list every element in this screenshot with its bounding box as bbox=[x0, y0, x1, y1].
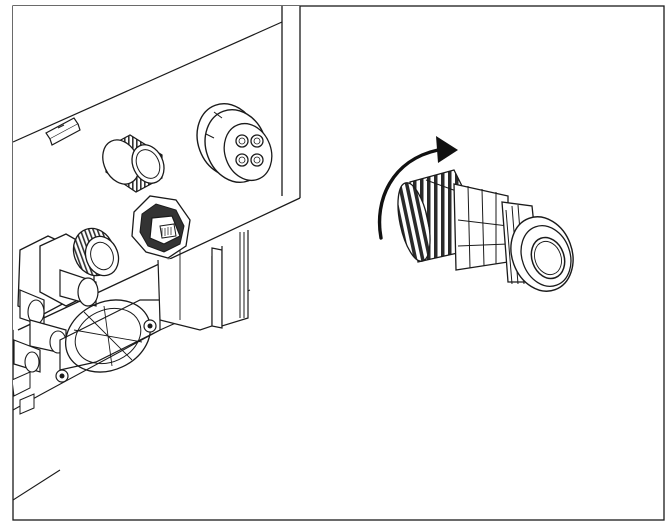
rj45-port-icon bbox=[131, 195, 191, 259]
inverter-body bbox=[13, 6, 301, 501]
fan-icon bbox=[13, 299, 161, 415]
mounting-bracket bbox=[157, 230, 249, 331]
inverter-right-edge bbox=[281, 6, 301, 198]
cable-gland-connector-icon bbox=[397, 169, 574, 292]
pv-connector-icon bbox=[13, 227, 120, 373]
blind-plug-icon bbox=[102, 134, 165, 193]
rotate-clockwise-arrow-icon bbox=[377, 136, 458, 240]
latch-icon bbox=[45, 117, 81, 146]
inverter-upper-diagonal bbox=[13, 21, 283, 143]
ac-socket-icon bbox=[196, 103, 273, 183]
